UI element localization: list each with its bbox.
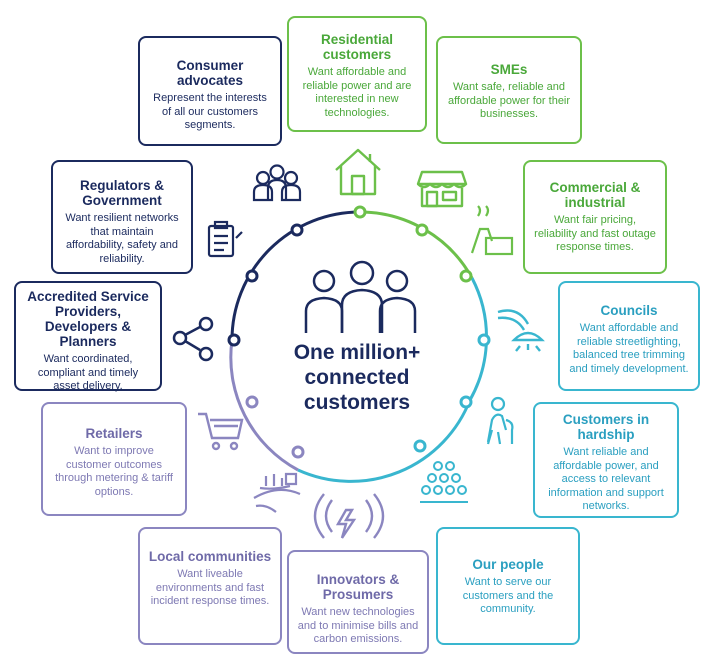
box-desc: Want new technologies and to minimise bi… [297, 606, 419, 645]
box-local-communities: Local communities Want liveable environm… [138, 527, 282, 645]
streetlight-icon [497, 309, 545, 352]
ring-node [415, 223, 429, 237]
lightning-icon [313, 493, 385, 539]
box-desc: Want reliable and affordable power, and … [548, 446, 664, 512]
shop-icon [416, 170, 468, 208]
ring-node [291, 445, 305, 459]
box-accredited: Accredited Service Providers, Developers… [14, 281, 162, 392]
box-title: Regulators & Government [79, 178, 164, 208]
crowd-icon [420, 461, 468, 503]
box-our-people: Our people Want to serve our customers a… [436, 527, 580, 645]
box-title: SMEs [490, 62, 528, 77]
box-commercial-industrial: Commercial & industrial Want fair pricin… [523, 160, 667, 274]
box-title: Customers in hardship [562, 412, 650, 442]
ring-node [413, 439, 427, 453]
ring-node [245, 269, 259, 283]
ring-node [290, 223, 304, 237]
share-icon [172, 316, 214, 362]
box-smes: SMEs Want safe, reliable and affordable … [436, 36, 582, 144]
box-title: Accredited Service Providers, Developers… [27, 289, 149, 349]
box-retailers: Retailers Want to improve customer outco… [41, 402, 187, 516]
box-title: Consumer advocates [176, 58, 244, 88]
center-people-icon [304, 260, 417, 333]
box-title: Commercial & industrial [549, 180, 641, 210]
center-title: One million+ connected customers [293, 341, 421, 414]
box-desc: Want liveable environments and fast inci… [150, 568, 270, 607]
ring-node [227, 333, 241, 347]
box-desc: Want to serve our customers and the comm… [462, 576, 554, 615]
ring-node [477, 333, 491, 347]
box-title: Retailers [85, 426, 143, 441]
factory-icon [470, 205, 514, 256]
ring-node [459, 395, 473, 409]
ring-nodes [227, 205, 491, 459]
box-desc: Represent the interests of all our custo… [153, 92, 267, 131]
box-title: Our people [472, 557, 544, 572]
elderly-person-icon [486, 396, 514, 445]
box-desc: Want resilient networks that maintain af… [65, 212, 179, 265]
box-desc: Want coordinated, compliant and timely a… [37, 353, 139, 392]
box-title: Local communities [148, 549, 272, 564]
box-title: Councils [600, 303, 658, 318]
people-group-icon [252, 164, 302, 202]
box-regulators: Regulators & Government Want resilient n… [51, 160, 193, 274]
box-desc: Want affordable and reliable power and a… [302, 66, 412, 119]
box-consumer-advocates: Consumer advocates Represent the interes… [138, 36, 282, 146]
shopping-cart-icon [198, 412, 244, 451]
box-desc: Want fair pricing, reliability and fast … [534, 214, 656, 253]
ring-node [245, 395, 259, 409]
box-desc: Want to improve customer outcomes throug… [55, 445, 173, 498]
box-innovators-prosumers: Innovators & Prosumers Want new technolo… [287, 550, 429, 654]
house-icon [335, 148, 381, 196]
box-residential-customers: Residential customers Want affordable an… [287, 16, 427, 132]
ring-node [353, 205, 367, 219]
box-desc: Want safe, reliable and affordable power… [447, 81, 571, 120]
box-title: Residential customers [320, 32, 394, 62]
farm-icon [253, 472, 301, 513]
box-councils: Councils Want affordable and reliable st… [558, 281, 700, 391]
box-customers-hardship: Customers in hardship Want reliable and … [533, 402, 679, 518]
ring-node [459, 269, 473, 283]
box-desc: Want affordable and reliable streetlight… [569, 322, 689, 375]
clipboard-icon [207, 220, 243, 258]
box-title: Innovators & Prosumers [316, 572, 400, 602]
